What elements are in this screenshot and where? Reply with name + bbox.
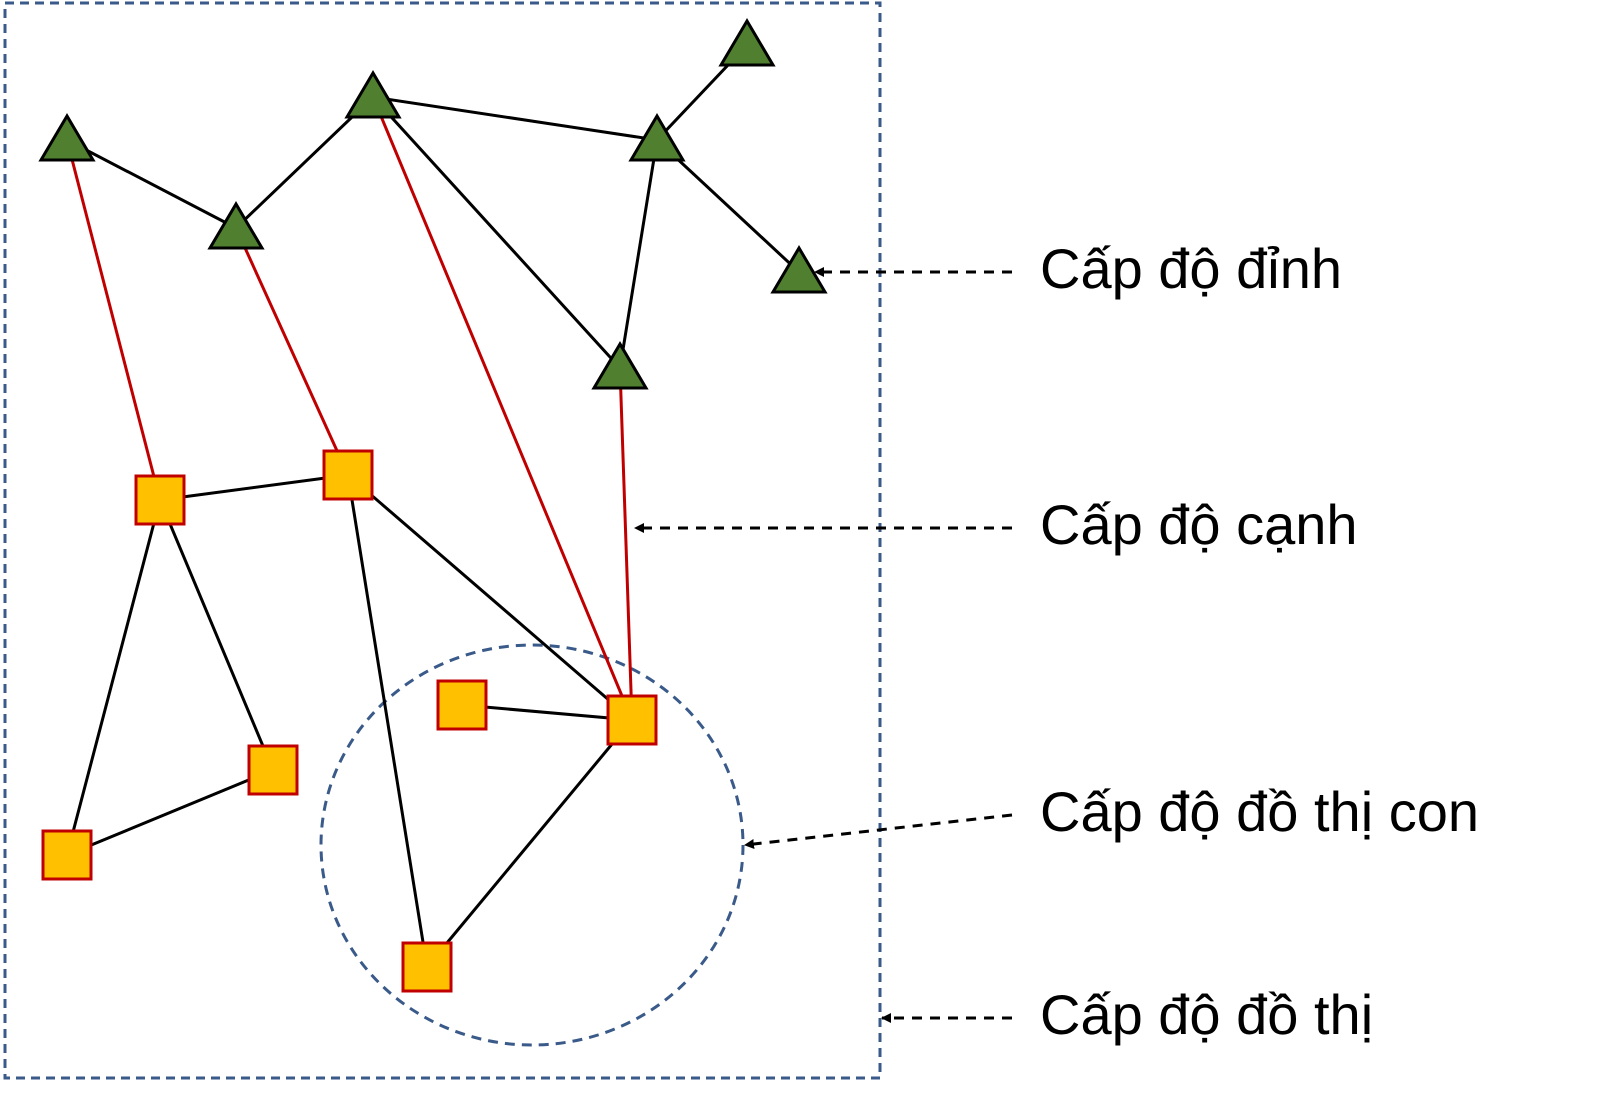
edge [158,499,275,771]
triangle-node [718,18,776,67]
square-node [134,474,186,526]
square-node [401,941,453,993]
edge [655,138,801,274]
cross-edge [65,139,162,501]
graph-level-label: Cấp độ đồ thị [1040,983,1374,1047]
edge [159,473,349,502]
cross-edge [371,96,634,721]
edge [66,768,274,857]
subgraph-level-arrow [744,813,1013,849]
subgraph-boundary [319,643,745,1047]
square-node [322,449,374,501]
triangle-node [344,70,402,119]
edge [66,138,237,230]
square-node [41,829,93,881]
edge-level-label: Cấp độ cạnh [1040,493,1358,557]
edge [618,139,659,369]
square-node [606,694,658,746]
graph-boundary [3,1,882,1080]
triangle-node [591,341,649,390]
triangle-node [770,245,828,294]
edge [346,474,429,968]
edge [371,95,622,370]
square-node [436,679,488,731]
subgraph-level-label: Cấp độ đồ thị con [1040,780,1479,844]
cross-edge [234,227,350,476]
edge [425,719,634,968]
triangle-node [207,201,265,250]
edge [65,499,162,856]
cross-edge [618,367,634,721]
triangle-node [38,113,96,162]
node-level-label: Cấp độ đỉnh [1040,237,1343,301]
square-node [247,744,299,796]
edge [234,95,375,230]
edge [347,473,633,722]
edge [372,95,658,142]
edge [461,703,633,722]
triangle-node [628,113,686,162]
arrows [634,267,1013,1023]
